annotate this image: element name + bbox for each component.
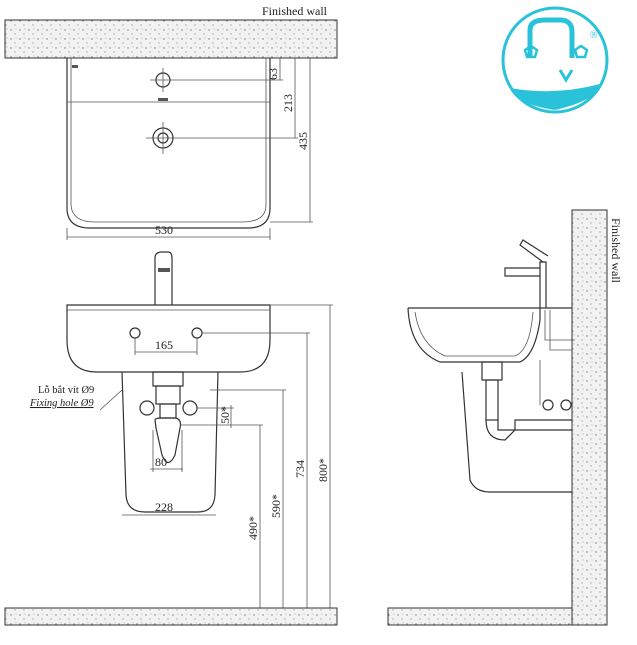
side-view: Finished wall: [387, 209, 623, 626]
fixing-hole-label-en: Fixing hole Ø9: [29, 398, 94, 409]
dim-50: 50*: [218, 406, 232, 424]
pedestal-front: [121, 371, 219, 513]
fixing-hole-label-vi: Lỗ bắt vít Ø9: [38, 385, 94, 396]
pedestal-side: [461, 371, 572, 493]
drain-hole: [146, 122, 180, 154]
floor-side: [387, 607, 573, 626]
basin-front: [66, 304, 271, 373]
dim-63: 63: [266, 68, 280, 80]
finished-wall-label-side: Finished wall: [609, 218, 623, 284]
faucet-front: [154, 251, 173, 305]
dim-80: 80: [155, 455, 167, 469]
star-icon: [523, 44, 539, 59]
star-icon: [573, 44, 589, 59]
registered-mark: ®: [590, 30, 598, 41]
dim-530: 530: [155, 223, 173, 237]
top-view: Finished wall 63 213 435 530: [4, 4, 338, 240]
dim-490: 490*: [246, 516, 260, 540]
basin-side: [407, 307, 572, 363]
dim-435: 435: [296, 132, 310, 150]
basin-outline-top: [66, 58, 271, 229]
dim-165: 165: [155, 338, 173, 352]
dim-228: 228: [155, 500, 173, 514]
dim-800: 800*: [316, 458, 330, 482]
dim-213: 213: [281, 94, 295, 112]
floor-front: [4, 607, 338, 626]
faucet-side: [504, 239, 575, 351]
tap-hole: [150, 68, 176, 92]
faucet-water-logo: ®: [501, 6, 609, 114]
trap-front: [139, 371, 198, 472]
dim-590: 590*: [269, 494, 283, 518]
finished-wall-label-top: Finished wall: [262, 4, 328, 18]
top-wall: [4, 19, 338, 59]
dim-734: 734: [293, 460, 307, 478]
trap-side: [481, 360, 572, 441]
side-wall: [571, 209, 608, 626]
front-view: 165 80 228 Lỗ bắt vít Ø9 Fixing hole Ø9 …: [4, 251, 338, 626]
